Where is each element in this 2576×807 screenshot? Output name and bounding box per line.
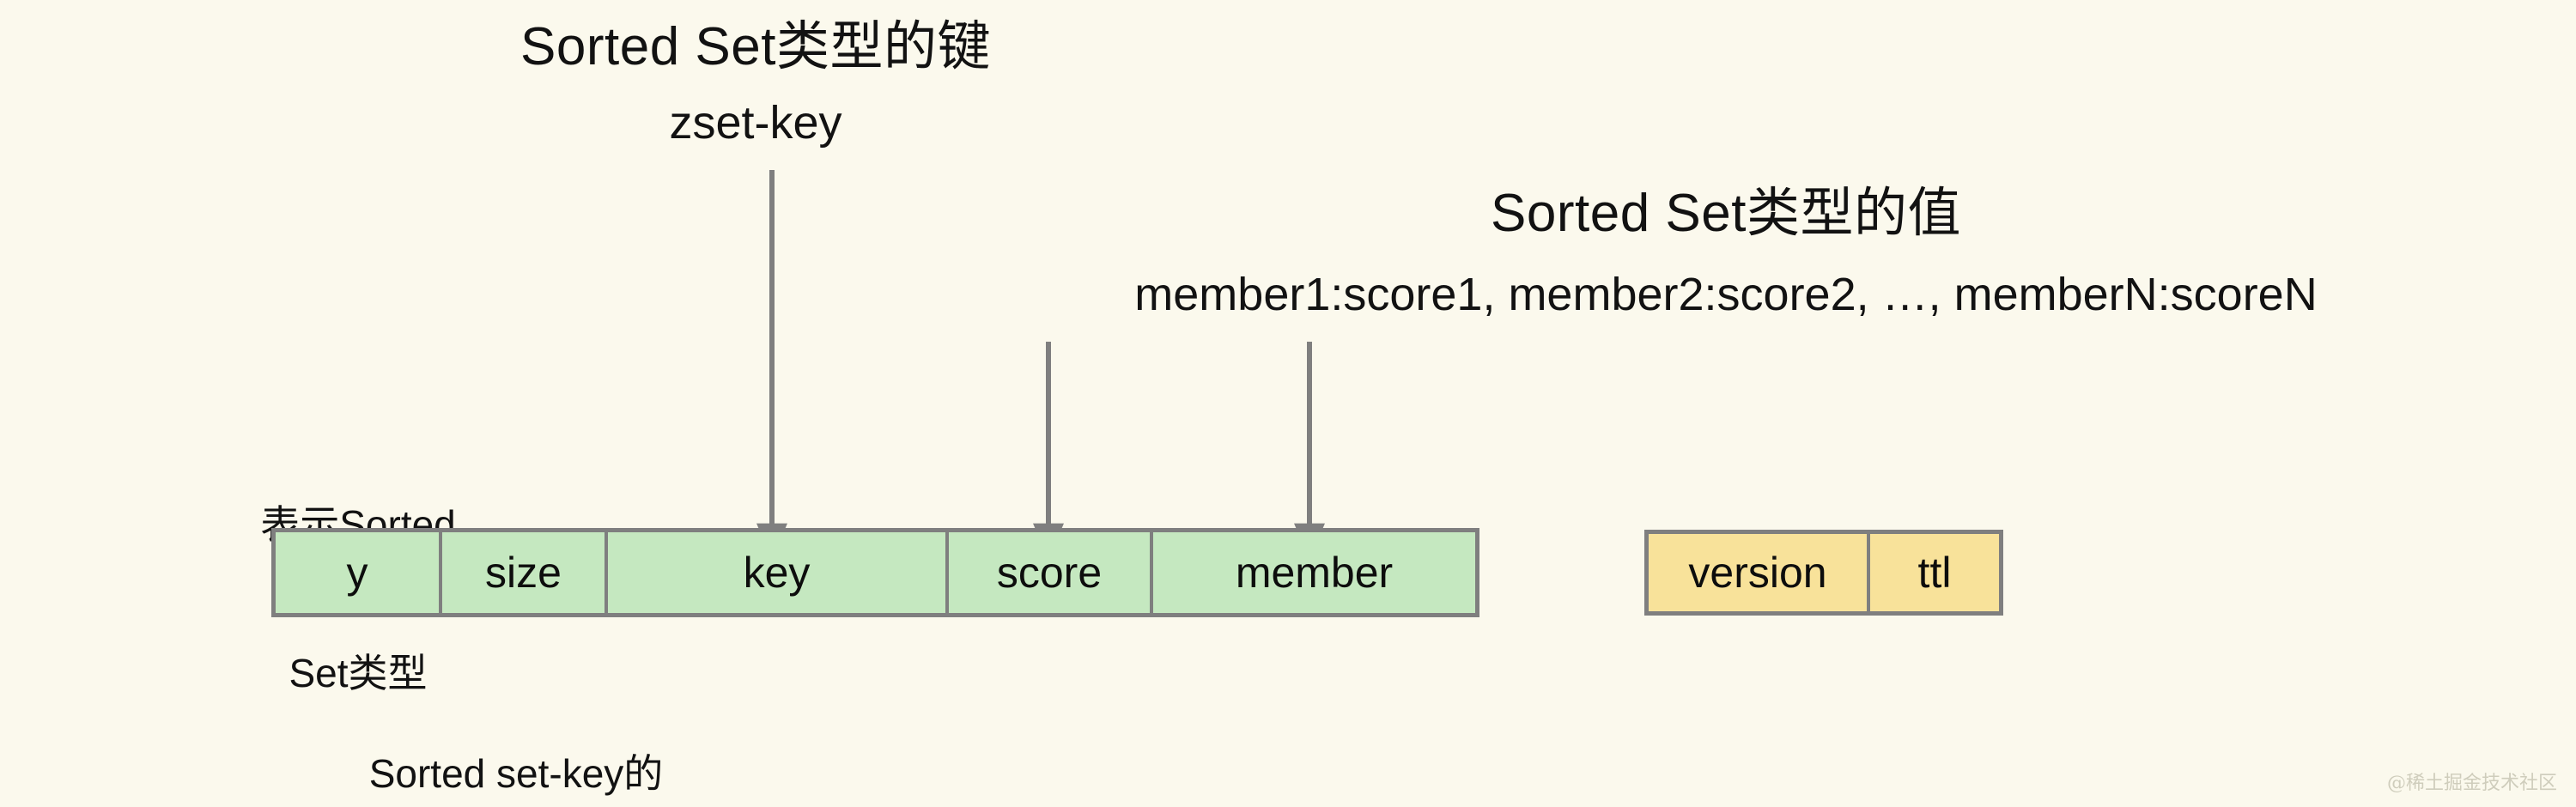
size-note: Sorted set-key的 长度,最大254B — [369, 651, 664, 807]
key-cell-member: member — [1153, 532, 1475, 613]
key-cell-size: size — [442, 532, 608, 613]
value-example-label: member1:score1, member2:score2, …, membe… — [1134, 269, 2318, 320]
watermark: @稀土掘金技术社区 — [2386, 773, 2557, 794]
value-title: Sorted Set类型的值 — [1491, 184, 1961, 243]
key-cell-key: key — [608, 532, 949, 613]
key-cell-score: score — [949, 532, 1153, 613]
key-cell-y: y — [276, 532, 442, 613]
meta-cell-version: version — [1649, 534, 1870, 611]
type-flag-note-line2: Set类型 — [289, 650, 428, 695]
meta-cell-ttl: ttl — [1870, 534, 1999, 611]
key-example-label: zset-key — [669, 97, 842, 149]
key-title: Sorted Set类型的键 — [520, 17, 991, 76]
size-note-line1: Sorted set-key的 — [368, 751, 664, 796]
